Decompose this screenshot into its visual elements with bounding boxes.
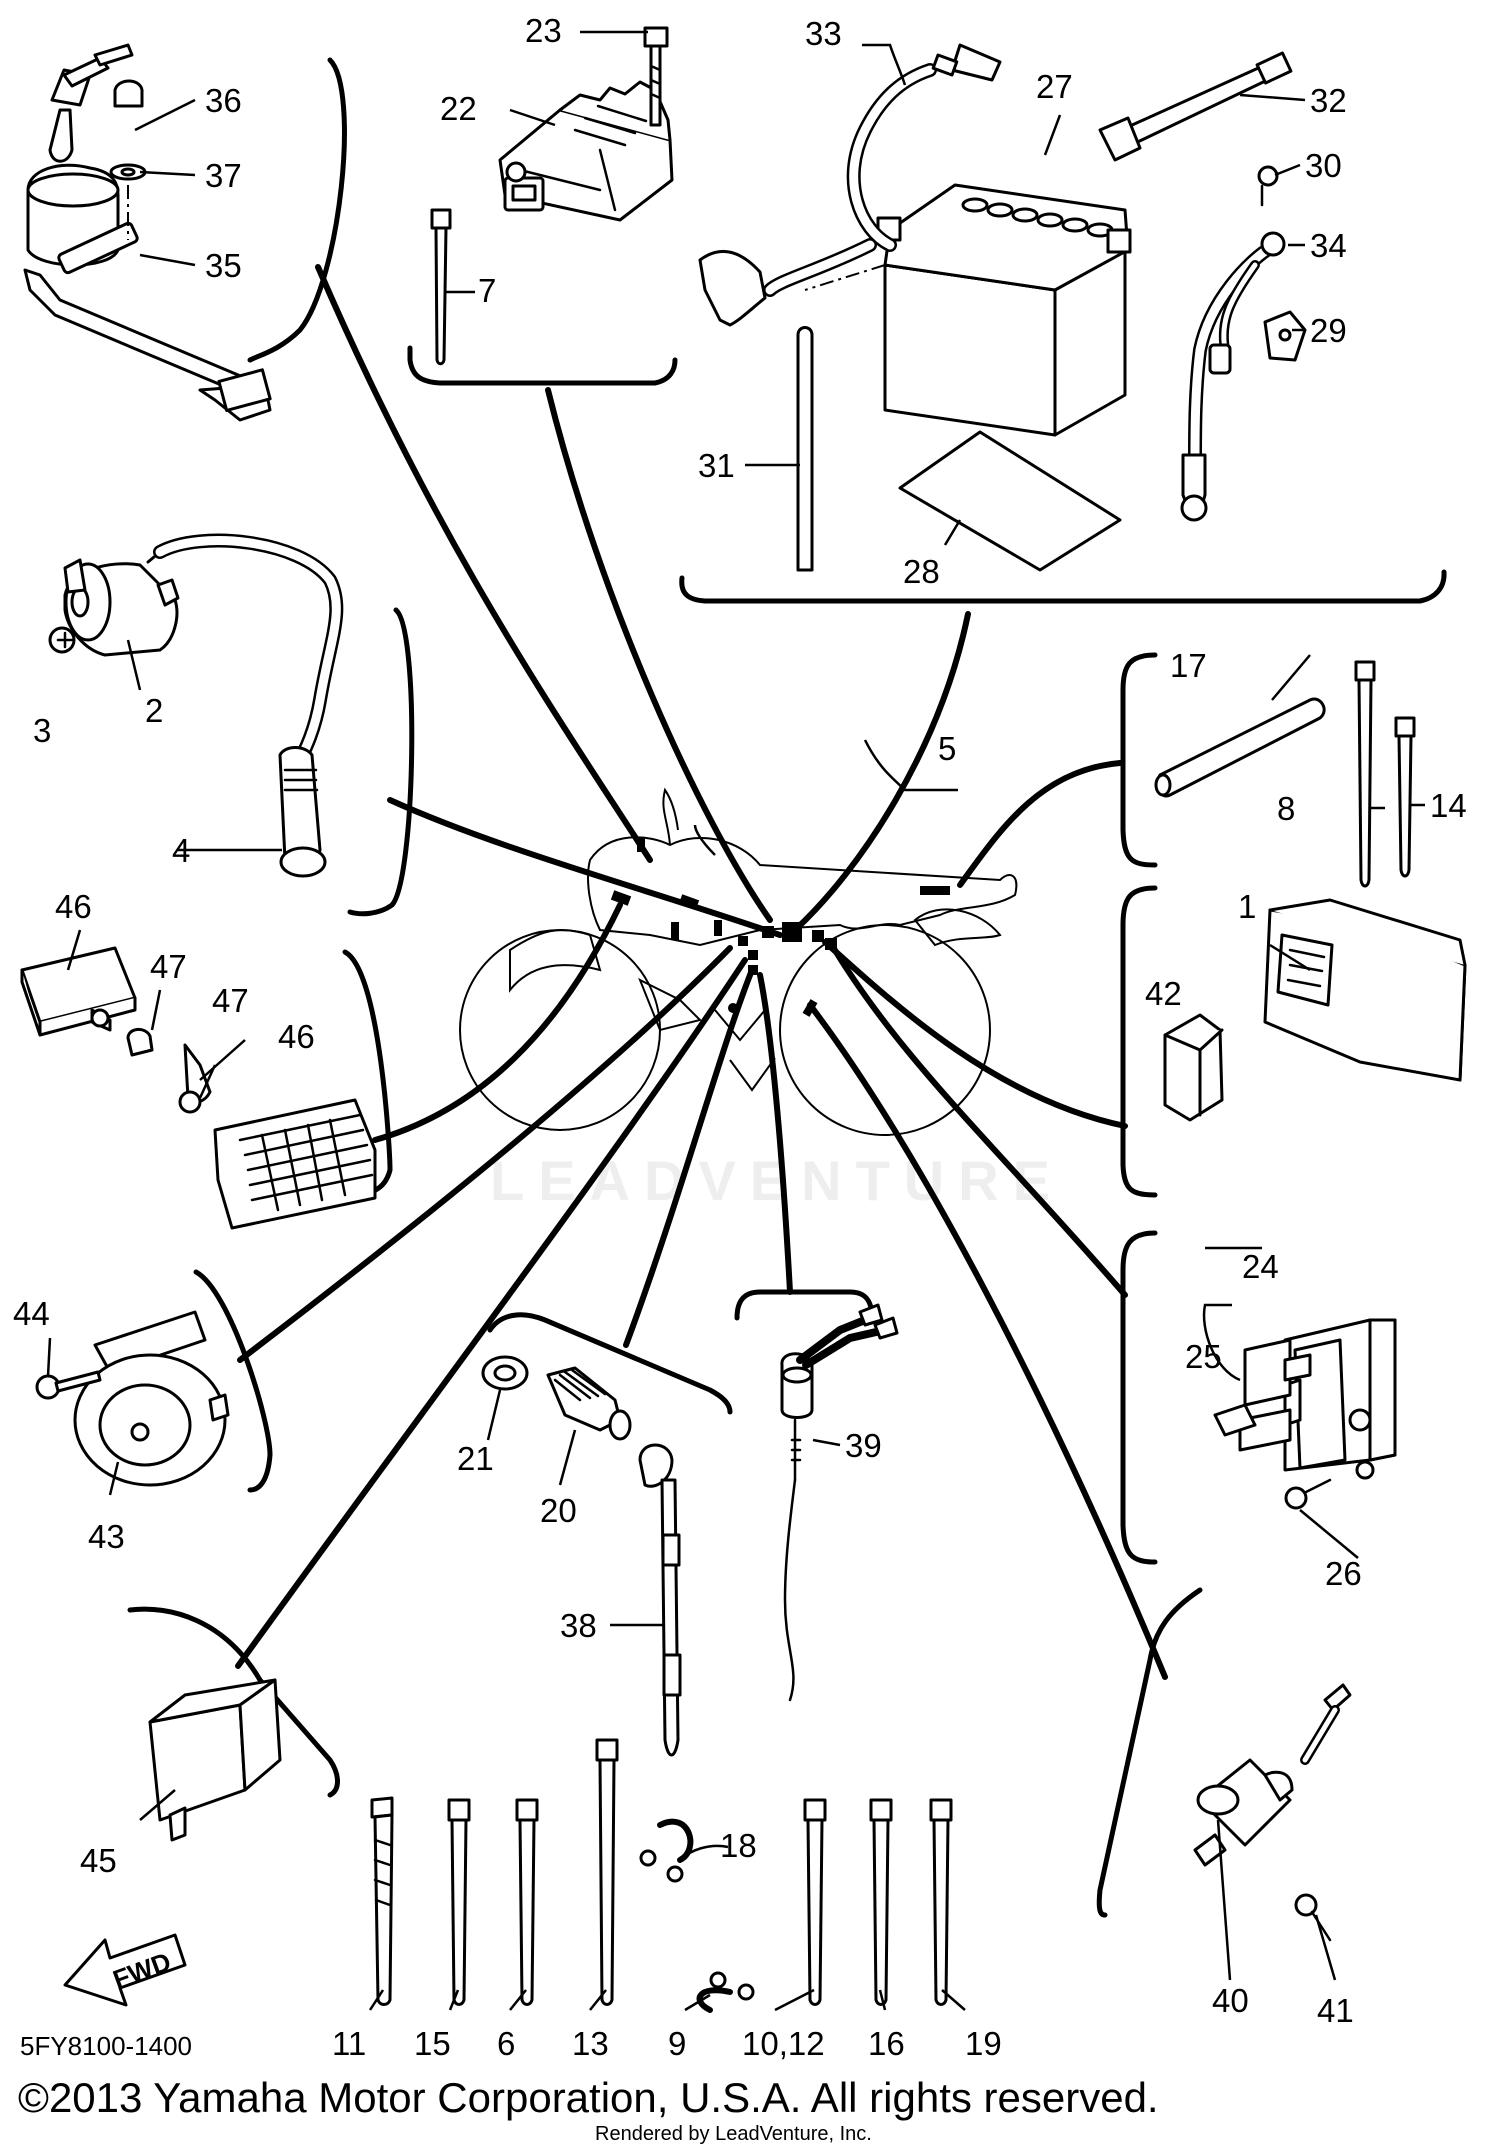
callout-33: 33 [805, 15, 842, 52]
callout-14: 14 [1430, 787, 1467, 824]
callout-25: 25 [1185, 1338, 1222, 1375]
callout-45: 45 [80, 1842, 117, 1879]
bottom-cable-ties [370, 1738, 953, 2013]
callout-6: 6 [497, 2025, 515, 2062]
callout-3: 3 [33, 712, 51, 749]
callout-27: 27 [1036, 68, 1073, 105]
callout-41: 41 [1317, 1992, 1354, 2029]
main-switch-part [23, 43, 272, 422]
callout-11: 11 [332, 2025, 366, 2062]
callout-32: 32 [1310, 82, 1347, 119]
battery-band-part [1098, 51, 1293, 162]
battery-pad-part [898, 430, 1122, 572]
callout-26: 26 [1325, 1555, 1362, 1592]
callout-29: 29 [1310, 312, 1347, 349]
callout-31: 31 [698, 447, 735, 484]
callout-1: 1 [1238, 888, 1256, 925]
callout-43: 43 [88, 1518, 125, 1555]
brake-switch-part [780, 1303, 899, 1702]
callout-36: 36 [205, 82, 242, 119]
ignition-coil-part [48, 533, 344, 878]
rendered-by-notice: Rendered by LeadVenture, Inc. [595, 2123, 872, 2145]
relay-42-part [1163, 1013, 1224, 1122]
callout-19: 19 [965, 2025, 1002, 2062]
callout-numbers: 23 22 7 33 27 32 30 34 29 31 28 36 37 35… [13, 12, 1467, 2062]
sidestand-switch-part [1193, 1683, 1352, 1942]
clamp-parts [1154, 660, 1416, 888]
callout-40: 40 [1212, 1982, 1249, 2019]
breather-hose-part [796, 264, 886, 572]
callout-37: 37 [205, 157, 242, 194]
callout-30: 30 [1305, 147, 1342, 184]
callout-21: 21 [457, 1440, 494, 1477]
watermark: LEADVENTURE [490, 1149, 1064, 1212]
harness-leader-lines [235, 264, 1168, 1680]
callout-10-12: 10,12 [742, 2025, 825, 2062]
callout-42: 42 [1145, 975, 1182, 1012]
callout-9: 9 [668, 2025, 686, 2062]
callout-leaders [46, 30, 1425, 2012]
callout-44: 44 [13, 1295, 50, 1332]
callout-17: 17 [1170, 647, 1207, 684]
callout-16: 16 [868, 2025, 905, 2062]
battery-part [876, 183, 1132, 437]
callout-5: 5 [938, 730, 956, 767]
group-brackets [127, 57, 1447, 1918]
callout-20: 20 [540, 1492, 577, 1529]
callout-8: 8 [1277, 790, 1295, 827]
callout-47a: 47 [150, 948, 187, 985]
callout-46a: 46 [55, 888, 92, 925]
rectifier-regulator-part [498, 26, 674, 222]
forward-arrow-icon: FWD [63, 1933, 187, 2007]
callout-47b: 47 [212, 982, 249, 1019]
cable-tie-7 [430, 208, 452, 366]
callout-28: 28 [903, 553, 940, 590]
horn-part [35, 1310, 230, 1487]
callout-4: 4 [172, 832, 190, 869]
callout-46b: 46 [278, 1018, 315, 1055]
callout-23: 23 [525, 12, 562, 49]
flasher-relay-part [148, 1678, 282, 1842]
drawing-number: 5FY8100-1400 [20, 2031, 192, 2061]
callout-15: 15 [414, 2025, 451, 2062]
callout-22: 22 [440, 90, 477, 127]
callout-39: 39 [845, 1427, 882, 1464]
callout-34: 34 [1310, 227, 1347, 264]
callout-2: 2 [145, 692, 163, 729]
reflector-parts [20, 946, 377, 1230]
copyright-notice: ©2013 Yamaha Motor Corporation, U.S.A. A… [18, 2074, 1159, 2121]
callout-24: 24 [1242, 1248, 1279, 1285]
cdi-unit-part [1263, 898, 1467, 1082]
callout-38: 38 [560, 1607, 597, 1644]
callout-18: 18 [720, 1827, 757, 1864]
starter-relay-part [1213, 1318, 1397, 1510]
callout-7: 7 [478, 272, 496, 309]
battery-negative-lead-part [1180, 165, 1307, 522]
callout-13: 13 [572, 2025, 609, 2062]
callout-35: 35 [205, 247, 242, 284]
neutral-switch-parts [481, 1355, 682, 1757]
